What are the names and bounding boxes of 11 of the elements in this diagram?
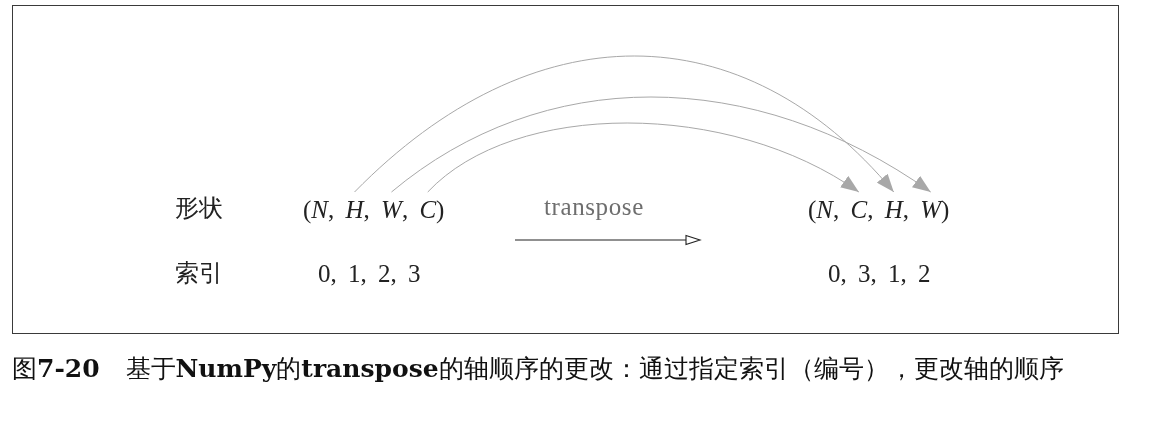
axis-tuple: (N, H, W, C) <box>303 192 445 228</box>
index-list: 0, 3, 1, 2 <box>828 256 931 292</box>
curved-arrow <box>354 55 895 193</box>
curved-arrow <box>427 122 860 193</box>
row-label: 索引 <box>175 258 223 289</box>
curved-arrow <box>391 96 932 193</box>
index-list: 0, 1, 2, 3 <box>318 256 421 292</box>
row-label: 形状 <box>175 193 223 224</box>
axis-tuple: (N, C, H, W) <box>808 192 950 228</box>
operation-label: transpose <box>544 192 644 222</box>
figure-caption: 图7-20 基于NumPy的transpose的轴顺序的更改：通过指定索引（编号），更改轴的顺序 <box>12 353 1064 385</box>
